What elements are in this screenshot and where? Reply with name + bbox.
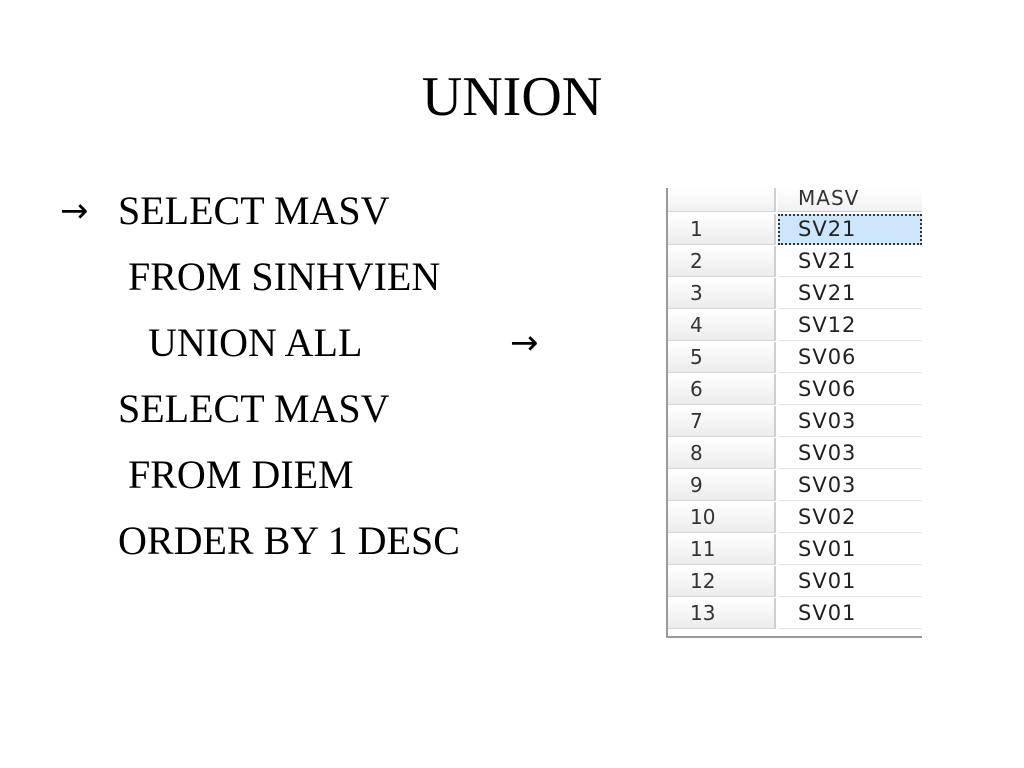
- row-number[interactable]: 2: [668, 246, 776, 277]
- masv-cell[interactable]: SV01: [778, 566, 922, 597]
- slide-title: UNION: [421, 66, 603, 128]
- row-header-corner[interactable]: [668, 188, 776, 212]
- query-line: FROM DIEM: [118, 452, 354, 497]
- masv-cell[interactable]: SV01: [778, 598, 922, 629]
- masv-cell[interactable]: SV21: [778, 278, 922, 309]
- row-number[interactable]: 13: [668, 598, 776, 629]
- row-number[interactable]: 5: [668, 342, 776, 373]
- masv-cell[interactable]: SV03: [778, 470, 922, 501]
- masv-cell[interactable]: SV12: [778, 310, 922, 341]
- result-arrow-icon: →: [510, 323, 539, 363]
- masv-cell[interactable]: SV01: [778, 534, 922, 565]
- masv-cell[interactable]: SV06: [778, 374, 922, 405]
- row-number[interactable]: 9: [668, 470, 776, 501]
- query-line: ORDER BY 1 DESC: [118, 518, 460, 563]
- row-number[interactable]: 7: [668, 406, 776, 437]
- row-number[interactable]: 11: [668, 534, 776, 565]
- masv-cell[interactable]: SV03: [778, 406, 922, 437]
- query-line: SELECT MASV: [118, 188, 390, 233]
- query-line: UNION ALL: [118, 320, 363, 365]
- row-number[interactable]: 4: [668, 310, 776, 341]
- masv-cell[interactable]: SV21: [778, 246, 922, 277]
- masv-cell[interactable]: SV06: [778, 342, 922, 373]
- grid-header-row: MASV: [668, 188, 922, 212]
- masv-cell[interactable]: SV03: [778, 438, 922, 469]
- bullet-arrow-icon: →: [60, 191, 89, 231]
- row-number[interactable]: 10: [668, 502, 776, 533]
- column-header-masv[interactable]: MASV: [778, 188, 922, 212]
- row-number[interactable]: 8: [668, 438, 776, 469]
- row-number[interactable]: 6: [668, 374, 776, 405]
- masv-cell[interactable]: SV21: [778, 214, 922, 245]
- row-number[interactable]: 1: [668, 214, 776, 245]
- query-line: FROM SINHVIEN: [118, 254, 441, 299]
- query-line: SELECT MASV: [118, 386, 390, 431]
- row-number[interactable]: 3: [668, 278, 776, 309]
- row-number[interactable]: 12: [668, 566, 776, 597]
- masv-cell[interactable]: SV02: [778, 502, 922, 533]
